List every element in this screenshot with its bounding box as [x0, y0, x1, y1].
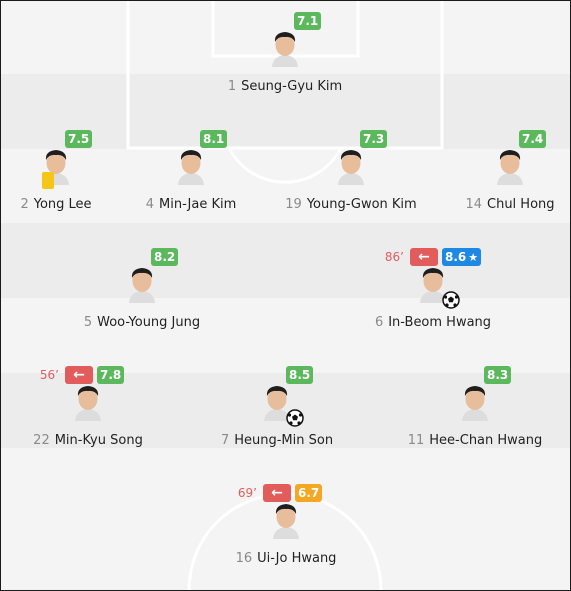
player-photo: [338, 150, 364, 185]
player-label: 1 Seung-Gyu Kim: [185, 79, 385, 94]
player-photo: [420, 268, 446, 303]
player-name: Seung-Gyu Kim: [241, 79, 343, 94]
player-number: 16: [235, 551, 253, 566]
player-label: 11 Hee-Chan Hwang: [375, 433, 570, 448]
player-rating: 6.7: [295, 484, 323, 502]
player-rating: 8.3: [484, 366, 512, 384]
substitution-arrow-icon: ←: [65, 366, 93, 384]
substitution-minute: 69’: [237, 486, 257, 500]
goal-ball-icon: [286, 409, 304, 427]
player-rating: 7.8: [97, 366, 125, 384]
player-number: 11: [407, 433, 425, 448]
player-rating: 8.5: [286, 366, 314, 384]
player-name: Ui-Jo Hwang: [257, 551, 337, 566]
player-number: 22: [33, 433, 50, 448]
player-number: 14: [465, 197, 482, 212]
player-rating: 7.3: [360, 130, 388, 148]
player-photo: [273, 504, 299, 539]
player-number: 4: [145, 197, 155, 212]
player-name: Hee-Chan Hwang: [429, 433, 543, 448]
player-number: 5: [83, 315, 93, 330]
player-number: 6: [374, 315, 384, 330]
player-rating: 7.5: [65, 130, 93, 148]
substitution-minute: 56’: [39, 368, 59, 382]
player-photo: [178, 150, 204, 185]
player-label: 16 Ui-Jo Hwang: [186, 551, 386, 566]
player-name: Yong Lee: [33, 197, 92, 212]
player-number: 7: [220, 433, 230, 448]
player-label: 22 Min-Kyu Song: [1, 433, 188, 448]
player-rating: 8.2: [151, 248, 179, 266]
player-label: 4 Min-Jae Kim: [91, 197, 291, 212]
player-name: Min-Kyu Song: [54, 433, 143, 448]
goal-ball-icon: [442, 291, 460, 309]
player-label: 14 Chul Hong: [410, 197, 570, 212]
player-rating: 7.4: [519, 130, 547, 148]
player-photo: [129, 268, 155, 303]
player-rating: 8.6★: [442, 248, 482, 266]
player-photo: [75, 386, 101, 421]
player-rating-value: 8.6: [445, 250, 467, 264]
pitch-stripe: [1, 74, 570, 149]
player-number: 2: [20, 197, 29, 212]
player-photo: [462, 386, 488, 421]
player-label: 7 Heung-Min Son: [177, 433, 377, 448]
player-number: 19: [285, 197, 302, 212]
player-label: 5 Woo-Young Jung: [42, 315, 242, 330]
player-label: 6 In-Beom Hwang: [333, 315, 533, 330]
player-photo: [272, 32, 298, 67]
player-name: Woo-Young Jung: [97, 315, 201, 330]
player-rating: 7.1: [294, 12, 322, 30]
substitution-minute: 86’: [384, 250, 404, 264]
player-name: In-Beom Hwang: [388, 315, 492, 330]
substitution-arrow-icon: ←: [410, 248, 438, 266]
player-name: Young-Gwon Kim: [306, 197, 417, 212]
player-number: 1: [227, 79, 237, 94]
player-label: 19 Young-Gwon Kim: [251, 197, 451, 212]
yellow-card-icon: [42, 172, 54, 189]
substitution-arrow-icon: ←: [263, 484, 291, 502]
player-rating: 8.1: [200, 130, 228, 148]
player-photo: [264, 386, 290, 421]
player-label: 2 Yong Lee: [1, 197, 156, 212]
star-icon: ★: [468, 251, 479, 264]
player-photo: [497, 150, 523, 185]
player-name: Chul Hong: [487, 197, 555, 212]
player-name: Heung-Min Son: [234, 433, 334, 448]
player-name: Min-Jae Kim: [159, 197, 237, 212]
